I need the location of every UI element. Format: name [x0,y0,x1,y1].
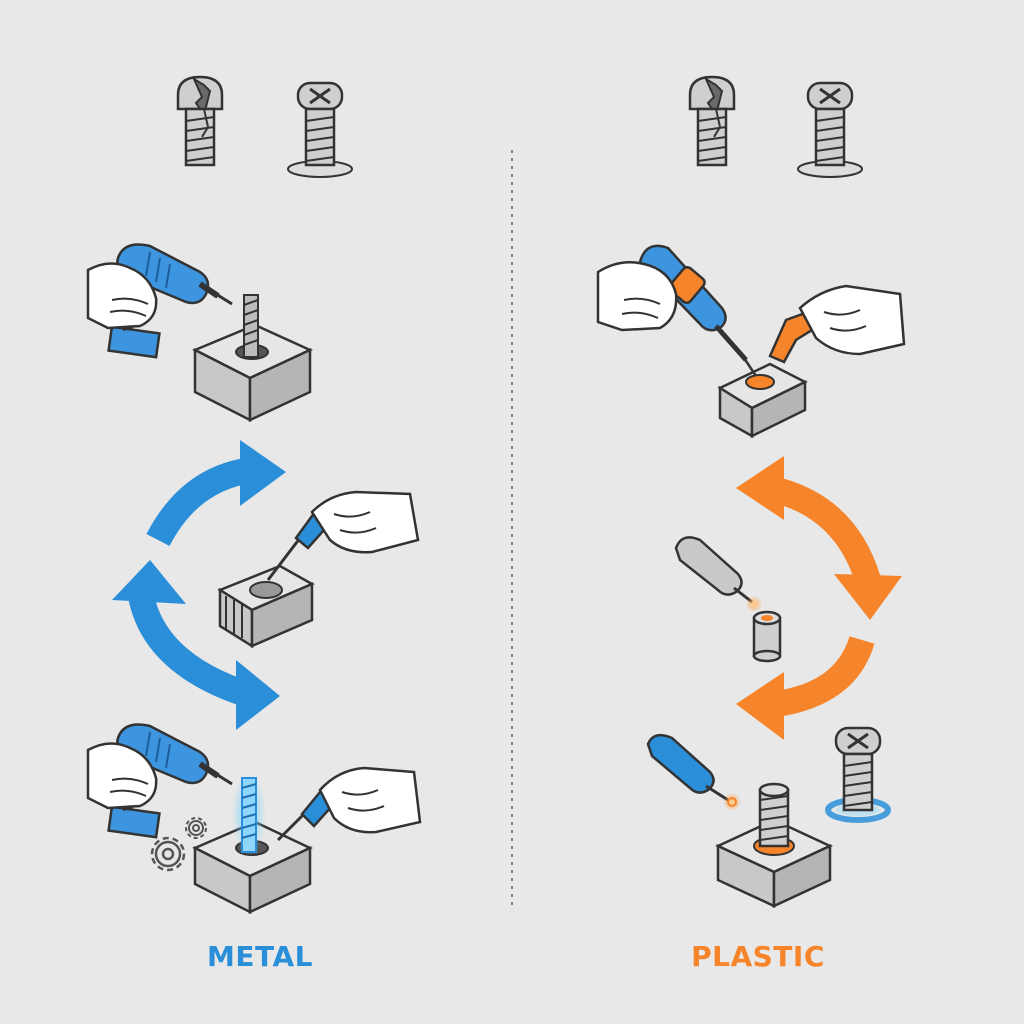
hand-icon [310,490,420,554]
soldering-iron-icon [646,733,741,811]
cycle-arrowhead-icon [112,440,286,730]
stripped-screw-icon [176,75,224,167]
stripped-screw-icon [688,75,736,167]
plastic-label: PLASTIC [691,940,825,973]
hand-icon [596,261,678,332]
soldering-iron-icon [638,244,758,377]
hand-icon [318,766,422,834]
metal-label: METAL [207,940,313,973]
gear-icon [150,836,186,872]
cycle-arrow-icon [127,457,255,705]
metal-block-icon [717,362,808,439]
hand-icon [86,262,158,330]
phillips-screw-icon [797,81,863,178]
soldering-iron-icon [674,536,762,612]
phillips-screw-icon [825,726,891,823]
thread-tap-icon [217,510,330,649]
hand-icon [798,284,906,356]
phillips-screw-icon [287,81,353,178]
drill-bit-icon [243,294,259,358]
threaded-insert-icon [752,610,782,663]
threaded-insert-icon [758,782,790,848]
cycle-arrowhead-icon [736,456,902,740]
threaded-rod-icon [232,772,266,856]
gear-icon [185,817,207,839]
hand-icon [86,742,158,810]
cycle-arrow-icon [772,477,881,717]
